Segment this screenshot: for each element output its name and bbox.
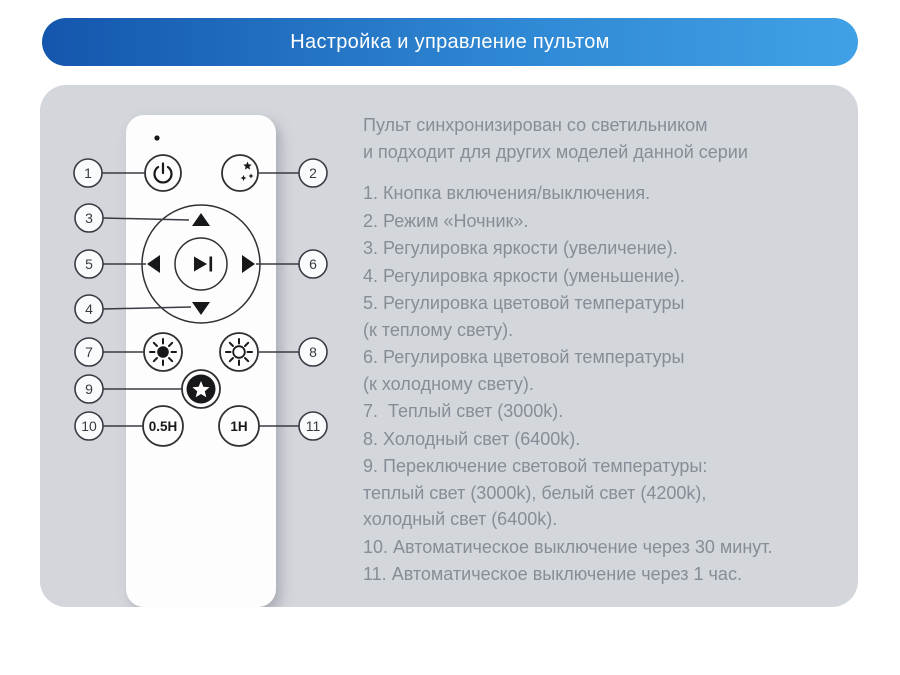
svg-text:7: 7 [85, 344, 93, 360]
warm-sun-icon [149, 338, 177, 366]
callout-4: 4 [74, 294, 104, 324]
power-icon [153, 162, 173, 184]
svg-text:3: 3 [85, 210, 93, 226]
instruction-item-11: 11. Автоматическое выключение через 1 ча… [363, 564, 742, 584]
led-indicator [154, 135, 160, 141]
callout-1: 1 [73, 158, 103, 188]
callout-9: 9 [74, 374, 104, 404]
play-bar-icon [194, 256, 213, 272]
instruction-item-3: 3. Регулировка яркости (увеличение). [363, 238, 678, 258]
instruction-item-9: 9. Переключение световой температуры: те… [363, 456, 708, 529]
instruction-item-4: 4. Регулировка яркости (уменьшение). [363, 265, 685, 286]
callout-6: 6 [298, 249, 328, 279]
dpad [141, 204, 261, 324]
svg-text:2: 2 [309, 165, 317, 181]
cold-right-arrow-icon [242, 255, 255, 273]
instruction-item-2: 2. Режим «Ночник». [363, 210, 529, 231]
callout-11: 11 [298, 411, 328, 441]
page-title: Настройка и управление пультом [290, 30, 610, 53]
dpad-center-button [174, 237, 228, 291]
callout-8: 8 [298, 337, 328, 367]
svg-text:9: 9 [85, 381, 93, 397]
instruction-item-7: 7. Теплый свет (3000k). [363, 401, 564, 421]
callouts: 1 2 3 5 6 4 7 8 [73, 158, 328, 441]
timer-30min-label: 0.5H [149, 419, 178, 434]
svg-text:1: 1 [84, 165, 92, 181]
instruction-item-6: 6. Регулировка цветовой температуры (к х… [363, 347, 685, 394]
svg-text:11: 11 [306, 418, 321, 434]
moon-stars-icon [229, 161, 254, 184]
night-mode-button [221, 154, 259, 192]
callout-10: 10 [74, 411, 104, 441]
callout-2: 2 [298, 158, 328, 188]
callout-5: 5 [74, 249, 104, 279]
instruction-item-8: 8. Холодный свет (6400k). [363, 428, 581, 449]
brightness-up-arrow-icon [192, 213, 210, 226]
svg-text:5: 5 [85, 256, 93, 272]
cold-light-button [219, 332, 259, 372]
header-banner: Настройка и управление пультом [42, 18, 858, 66]
cold-sun-icon [225, 338, 253, 366]
instruction-item-5: 5. Регулировка цветовой температуры (к т… [363, 293, 685, 340]
callout-lines [102, 172, 299, 427]
callout-3: 3 [74, 203, 104, 233]
svg-text:8: 8 [309, 344, 317, 360]
svg-text:6: 6 [309, 256, 317, 272]
timer-1h-button: 1H [218, 405, 260, 447]
warm-left-arrow-icon [147, 255, 160, 273]
instructions-text: Пульт синхронизирован со светильником и … [363, 112, 848, 589]
brightness-down-arrow-icon [192, 302, 210, 315]
instruction-item-10: 10. Автоматическое выключение через 30 м… [363, 536, 773, 557]
star-icon [192, 381, 210, 398]
warm-light-button [143, 332, 183, 372]
power-button [144, 154, 182, 192]
timer-1h-label: 1H [230, 419, 247, 434]
timer-30min-button: 0.5H [142, 405, 184, 447]
svg-text:10: 10 [81, 418, 97, 434]
svg-text:4: 4 [85, 301, 93, 317]
remote-illustration: 0.5H 1H 1 2 3 5 [73, 115, 328, 607]
instruction-item-1: 1. Кнопка включения/выключения. [363, 183, 651, 203]
color-temp-toggle-button [181, 369, 221, 409]
intro-text: Пульт синхронизирован со светильником и … [363, 115, 748, 162]
callout-7: 7 [74, 337, 104, 367]
